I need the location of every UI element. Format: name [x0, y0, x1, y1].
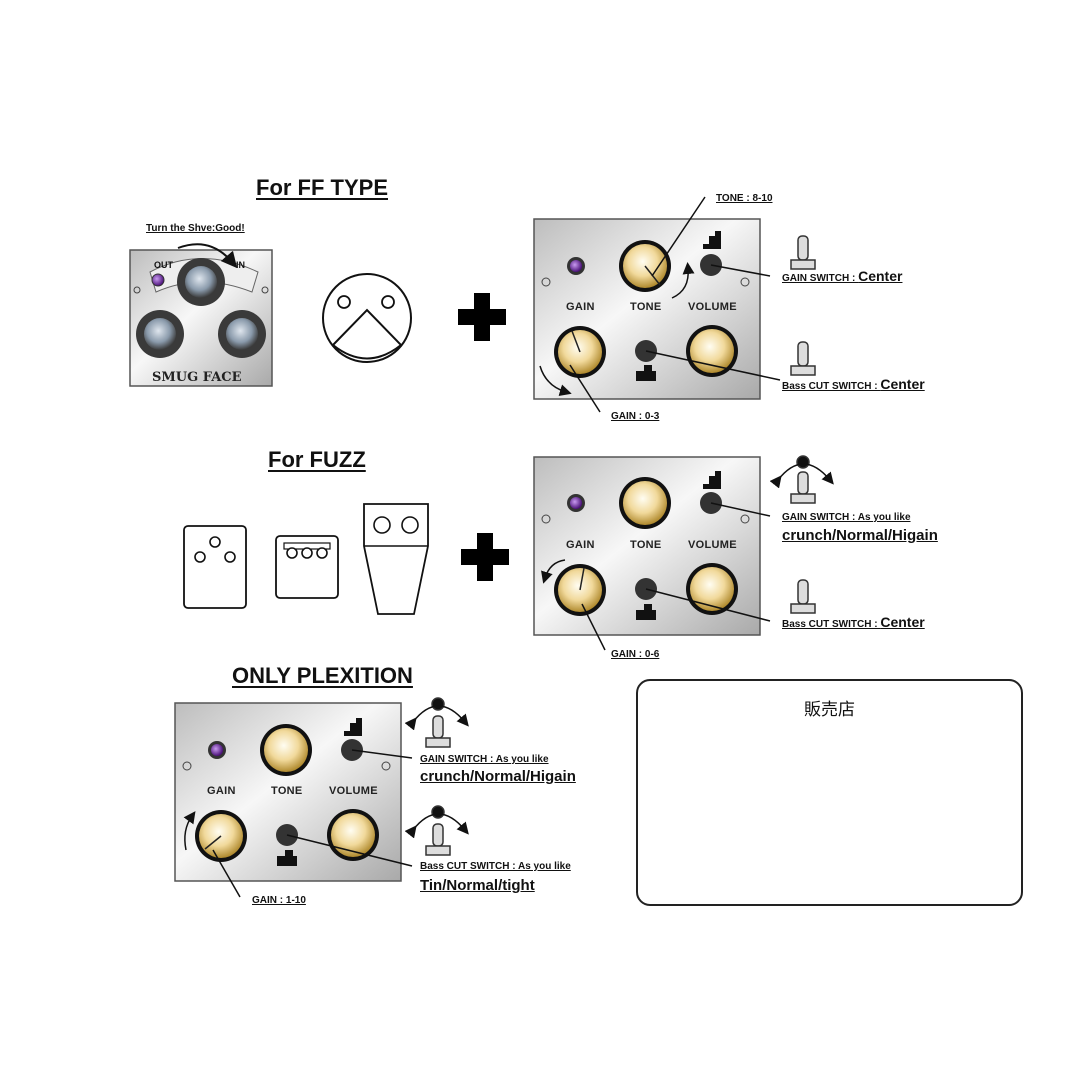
- toggle-switch-icon: [769, 455, 834, 504]
- fuzz-gain-callout: GAIN : 0-6: [611, 649, 660, 660]
- shop-box: 販売店: [636, 679, 1023, 906]
- fuzz-gain-label: GAIN: [566, 539, 595, 551]
- toggle-switch-icon: [790, 235, 816, 270]
- ff-gain-callout: GAIN : 0-3: [611, 411, 660, 422]
- ff-bass-cut-callout: Bass CUT SWITCH : Center: [782, 376, 925, 392]
- fuzz-volume-label: VOLUME: [688, 539, 737, 551]
- smug-face-pedal: [129, 243, 273, 387]
- plus-icon: [461, 533, 509, 581]
- heading-ff-type: For FF TYPE: [256, 175, 388, 200]
- ff-volume-label: VOLUME: [688, 301, 737, 313]
- fuzz-gain-switch-modes: crunch/Normal/Higain: [782, 527, 938, 544]
- plexi-tone-label: TONE: [271, 785, 303, 797]
- plexi-bass-cut-callout: Bass CUT SWITCH : As you like: [420, 861, 571, 872]
- plexi-gain-callout: GAIN : 1-10: [252, 895, 306, 906]
- face-icon: [322, 273, 412, 363]
- pedal-panel-plexition: [174, 702, 402, 882]
- ff-gain-label: GAIN: [566, 301, 595, 313]
- smug-out-label: OUT: [154, 260, 173, 270]
- fuzz-bass-cut-callout: Bass CUT SWITCH : Center: [782, 614, 925, 630]
- plus-icon: [458, 293, 506, 341]
- plexi-volume-label: VOLUME: [329, 785, 378, 797]
- fuzz-pedal-outline: [363, 503, 429, 615]
- smug-brand-label: SMUG FACE: [152, 370, 242, 385]
- plexi-gain-label: GAIN: [207, 785, 236, 797]
- toggle-switch-icon: [404, 697, 469, 748]
- toggle-switch-icon: [404, 805, 469, 856]
- turn-note: Turn the Shve:Good!: [146, 223, 245, 234]
- fuzz-pedal-outline: [183, 525, 247, 609]
- ff-tone-label: TONE: [630, 301, 662, 313]
- fuzz-gain-switch-callout: GAIN SWITCH : As you like: [782, 512, 911, 523]
- plexi-gain-switch-modes: crunch/Normal/Higain: [420, 768, 576, 785]
- smug-in-label: IN: [236, 260, 245, 270]
- pedal-panel-ff: [533, 218, 761, 400]
- ff-gain-switch-callout: GAIN SWITCH : Center: [782, 268, 903, 284]
- shop-title: 販売店: [804, 700, 855, 719]
- fuzz-pedal-outline: [275, 535, 339, 599]
- toggle-switch-icon: [790, 341, 816, 376]
- heading-fuzz: For FUZZ: [268, 447, 366, 472]
- plexi-gain-switch-callout: GAIN SWITCH : As you like: [420, 754, 549, 765]
- pedal-panel-fuzz: [533, 456, 761, 636]
- ff-tone-callout: TONE : 8-10: [716, 193, 773, 204]
- heading-only-plexition: ONLY PLEXITION: [232, 663, 413, 688]
- fuzz-tone-label: TONE: [630, 539, 662, 551]
- plexi-bass-cut-modes: Tin/Normal/tight: [420, 877, 535, 894]
- leader-lines: [212, 196, 781, 898]
- toggle-switch-icon: [790, 579, 816, 614]
